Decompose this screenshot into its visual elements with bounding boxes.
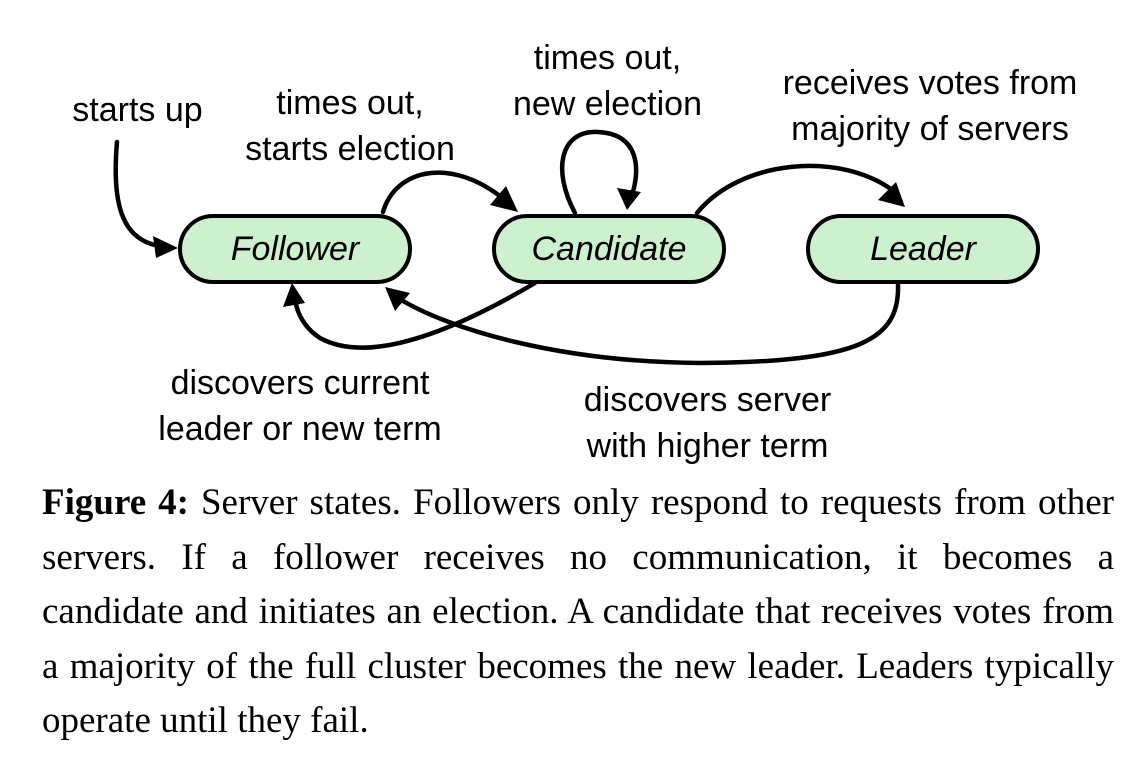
label-leader-to-follower: discovers server with higher term [555,377,860,469]
label-starts-up: starts up [60,87,215,133]
arrow-follower-to-candidate [380,170,508,215]
arrowhead-candidate-self [617,188,641,210]
arrowhead-candidate-to-leader [878,182,905,207]
server-state-diagram: Follower Candidate Leader starts up time… [60,35,1105,469]
arrowhead-starts-up [153,236,178,258]
label-line: leader or new term [158,410,442,448]
arrow-leader-to-follower [395,281,901,366]
state-leader: Leader [806,214,1040,284]
arrowhead-follower-to-candidate [490,186,518,212]
state-follower: Follower [178,214,412,284]
arrowhead-leader-to-follower [385,287,410,311]
label-line: times out, [276,84,424,122]
label-line: discovers server [583,381,832,419]
label-line: discovers current [170,364,430,402]
label-candidate-self-loop: times out, new election [495,35,720,127]
label-line: receives votes from [782,64,1078,102]
arrowhead-candidate-to-follower [283,283,305,307]
state-candidate: Candidate [492,214,726,284]
label-line: new election [512,85,702,123]
label-line: starts election [245,130,455,168]
arrow-candidate-self-loop [560,129,639,216]
arrow-starts-up [113,139,163,249]
label-line: starts up [72,91,203,129]
arrow-candidate-to-leader [694,163,898,216]
transition-arrows [113,129,905,366]
arrow-candidate-to-follower [293,280,538,350]
label-follower-to-candidate: times out, starts election [225,80,475,172]
label-line: majority of servers [791,110,1069,148]
label-candidate-to-follower: discovers current leader or new term [135,360,465,452]
label-line: with higher term [586,427,829,465]
label-line: times out, [533,39,682,77]
label-candidate-to-leader: receives votes from majority of servers [755,60,1105,152]
caption-text: Server states. Followers only respond to… [42,482,1114,741]
figure-label: Figure 4: [42,482,189,523]
figure-caption: Figure 4: Server states. Followers only … [42,476,1114,749]
